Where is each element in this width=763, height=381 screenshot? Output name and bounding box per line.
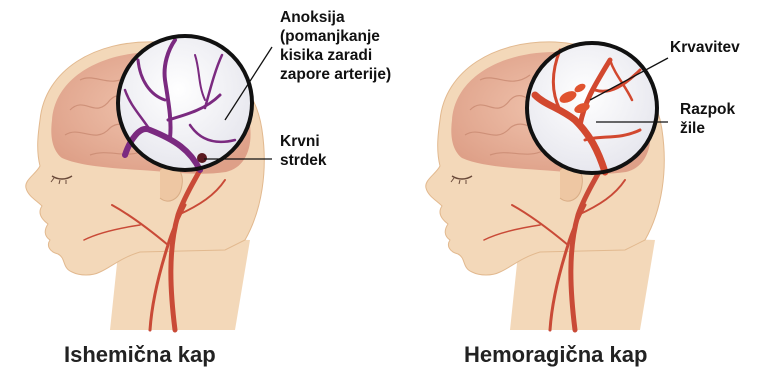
label-rupture-line-2: žile bbox=[680, 119, 735, 138]
label-anoxia: Anoksija (pomanjkanje kisika zaradi zapo… bbox=[280, 8, 391, 84]
label-rupture: Razpok žile bbox=[680, 100, 735, 138]
label-clot: Krvni strdek bbox=[280, 132, 327, 170]
clot-icon bbox=[197, 153, 207, 163]
label-bleeding-line-1: Krvavitev bbox=[670, 38, 740, 57]
caption-ischemic: Ishemična kap bbox=[64, 342, 216, 368]
label-anoxia-line-4: zapore arterije) bbox=[280, 65, 391, 84]
label-anoxia-line-3: kisika zaradi bbox=[280, 46, 391, 65]
ischemic-head bbox=[26, 36, 272, 330]
label-clot-line-2: strdek bbox=[280, 151, 327, 170]
hemorrhagic-lens bbox=[527, 43, 657, 173]
label-anoxia-line-2: (pomanjkanje bbox=[280, 27, 391, 46]
label-anoxia-line-1: Anoksija bbox=[280, 8, 391, 27]
ischemic-lens bbox=[118, 36, 252, 170]
label-clot-line-1: Krvni bbox=[280, 132, 327, 151]
caption-hemorrhagic: Hemoragična kap bbox=[464, 342, 647, 368]
hemorrhagic-head bbox=[426, 42, 668, 330]
label-rupture-line-1: Razpok bbox=[680, 100, 735, 119]
label-bleeding: Krvavitev bbox=[670, 38, 740, 57]
